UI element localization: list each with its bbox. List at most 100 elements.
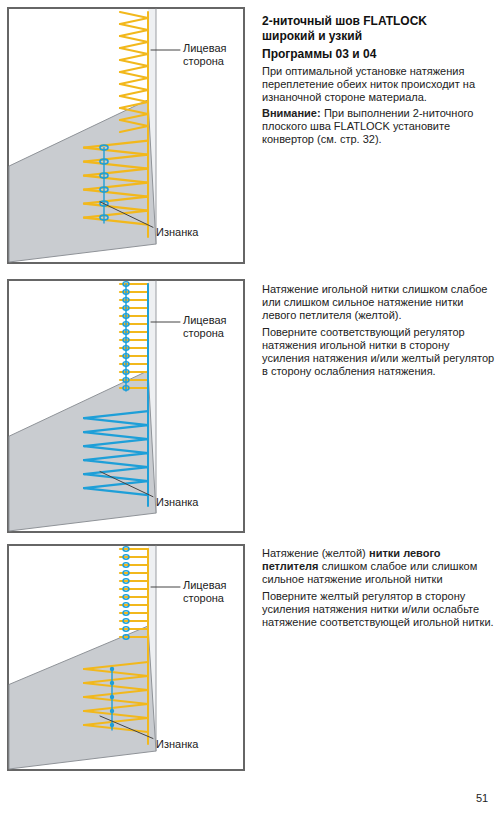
looper-thread (120, 588, 148, 590)
body-text: Натяжение (желтой) (262, 547, 366, 559)
looper-thread (120, 323, 148, 325)
looper-thread (147, 12, 149, 237)
looper-thread (120, 18, 148, 24)
stitch-pattern (84, 12, 148, 744)
leader-line (151, 587, 180, 588)
looper-thread (120, 596, 148, 598)
face-side-label: Лицевая сторона (183, 579, 247, 605)
leader-line (100, 716, 153, 739)
looper-thread (120, 299, 148, 301)
paragraph: Натяжение (желтой)нитки левого петлителя… (262, 547, 495, 586)
paragraph: Поверните желтый регулятор в сторону уси… (262, 590, 495, 629)
illustration-panels (8, 8, 244, 770)
looper-thread (120, 30, 148, 36)
reverse-side-label: Изнанка (156, 496, 226, 509)
looper-thread (120, 556, 148, 558)
face-side-label: Лицевая сторона (183, 314, 247, 340)
back-stitch (84, 425, 148, 432)
looper-thread (120, 387, 148, 389)
leader-line (100, 202, 153, 228)
back-stitch (84, 211, 148, 218)
body-text: При оптимальной установке натяжения пере… (262, 65, 495, 104)
page-heading: 2-ниточный шов FLATLOCK широкий и узкий (262, 14, 437, 44)
back-stitch (84, 704, 148, 711)
looper-thread (120, 315, 148, 317)
reverse-side-label: Изнанка (156, 738, 226, 751)
reverse-side-label: Изнанка (156, 496, 226, 509)
needle-thread-loop (123, 555, 129, 559)
looper-thread (120, 548, 148, 550)
back-stitch (84, 711, 148, 718)
looper-thread (120, 24, 148, 30)
looper-thread (120, 84, 148, 90)
leader-line (151, 322, 180, 323)
reverse-fabric (9, 626, 156, 769)
leader-line (151, 50, 180, 51)
looper-thread (120, 379, 148, 381)
needle-thread-loop (123, 595, 129, 599)
looper-thread (120, 120, 148, 126)
needle-thread-loop (123, 563, 129, 567)
looper-thread (120, 339, 148, 341)
looper-thread (120, 612, 148, 614)
back-stitch (84, 662, 148, 669)
back-stitch (84, 460, 148, 467)
looper-thread (120, 307, 148, 309)
looper-thread (120, 604, 148, 606)
paragraph: Программы 03 и 04 (262, 47, 495, 62)
page-number: 51 (476, 792, 498, 805)
back-stitch (84, 162, 148, 169)
back-stitch (84, 453, 148, 460)
reverse-fabric (9, 100, 156, 262)
looper-thread (120, 48, 148, 54)
looper-thread (120, 283, 148, 285)
body-text: Поверните желтый регулятор в сторону уси… (262, 590, 495, 629)
looper-thread (120, 291, 148, 293)
needle-thread-loop (123, 603, 129, 607)
paragraph: Поверните соответствующий регулятор натя… (262, 326, 495, 378)
looper-thread (120, 572, 148, 574)
back-stitch (84, 697, 148, 704)
looper-thread (120, 36, 148, 42)
looper-thread (120, 72, 148, 78)
heading-block: 2-ниточный шов FLATLOCK широкий и узкий (262, 14, 437, 44)
looper-thread (120, 96, 148, 102)
fabric-edge-line (156, 9, 157, 244)
looper-thread (120, 66, 148, 72)
reverse-side-label: Изнанка (156, 226, 226, 239)
looper-thread (120, 564, 148, 566)
panel-frame (8, 545, 244, 770)
looper-thread (120, 78, 148, 84)
back-stitch (84, 467, 148, 474)
body-text: Натяжение игольной нитки слишком слабое … (262, 283, 495, 322)
back-stitch (84, 197, 148, 204)
looper-thread (120, 628, 148, 630)
looper-thread (120, 60, 148, 66)
needle-thread (147, 549, 149, 744)
looper-thread (120, 620, 148, 622)
looper-thread (120, 347, 148, 349)
fabric-edge-line (156, 281, 157, 513)
back-stitch (84, 148, 148, 155)
back-stitch (84, 474, 148, 481)
looper-thread (120, 102, 148, 108)
looper-thread (120, 331, 148, 333)
looper-thread (120, 54, 148, 60)
back-stitch (84, 183, 148, 190)
looper-thread (120, 114, 148, 120)
face-side-label: Лицевая сторона (183, 314, 247, 340)
needle-thread-loop (123, 571, 129, 575)
needle-thread (125, 284, 127, 391)
back-stitch (84, 488, 148, 495)
needle-thread-loop (123, 619, 129, 623)
body-text: Поверните соответствующий регулятор натя… (262, 326, 495, 378)
looper-thread (120, 363, 148, 365)
back-stitch (84, 676, 148, 683)
needle-thread (103, 148, 104, 223)
reverse-side-label: Изнанка (156, 738, 226, 751)
fabric-edge-line (156, 546, 157, 751)
back-stitch (84, 141, 148, 148)
back-stitch (84, 718, 148, 725)
face-side-label: Лицевая сторона (183, 579, 247, 605)
needle-thread-loop (123, 547, 129, 551)
